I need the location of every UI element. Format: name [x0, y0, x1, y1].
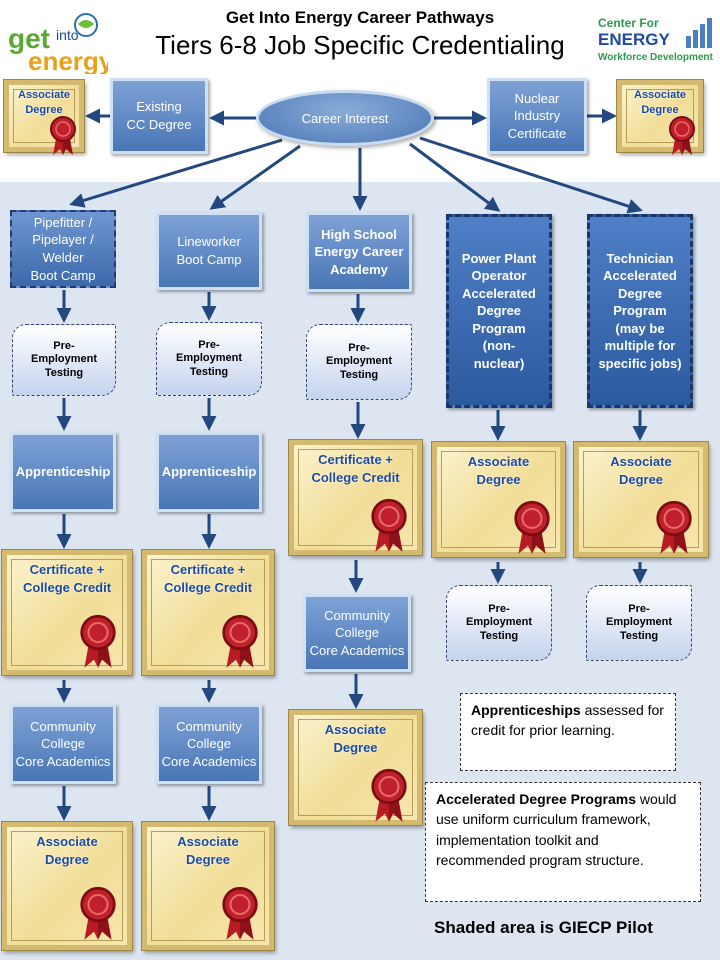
- get-into-energy-logo: get into energy: [8, 13, 108, 74]
- ribbon-seal-icon: [222, 886, 258, 940]
- arrow-interest-to-pipefitter: [69, 138, 283, 208]
- logo-text-energy-word: ENERGY: [598, 30, 670, 49]
- pilot-area-label: Shaded area is GIECP Pilot: [434, 918, 653, 937]
- ribbon-seal-icon: [371, 768, 407, 822]
- career-interest-node: Career Interest: [256, 90, 434, 146]
- certificate-college-credit-col2: Certificate +College Credit: [141, 549, 275, 676]
- arrow-interest-to-technician: [419, 136, 643, 214]
- page-subtitle: Tiers 6-8 Job Specific Credentialing: [155, 30, 565, 60]
- ribbon-seal-icon: [656, 500, 692, 554]
- note-apprenticeships: Apprenticeships assessed for credit for …: [460, 693, 676, 771]
- ribbon-seal-icon: [80, 886, 116, 940]
- certificate-college-credit-col1: Certificate +College Credit: [1, 549, 133, 676]
- logo-text-into: into: [56, 27, 79, 43]
- ribbon-seal-icon: [80, 614, 116, 668]
- building-bars-icon: [686, 18, 712, 48]
- logo-text-center-for: Center For: [598, 16, 659, 30]
- page-title: Get Into Energy Career Pathways: [225, 8, 495, 27]
- certificate-college-credit-col3: Certificate +College Credit: [288, 439, 423, 556]
- ribbon-seal-icon: [669, 116, 695, 155]
- apprenticeship-col1: Apprenticeship: [10, 432, 116, 512]
- ribbon-seal-icon: [222, 614, 258, 668]
- logo-text-workforce: Workforce Development: [598, 52, 714, 63]
- logo-text-energy: energy: [28, 46, 108, 74]
- ribbon-seal-icon: [50, 116, 76, 155]
- arrow-interest-to-lineworker: [209, 144, 301, 210]
- arrow-interest-to-powerplant: [409, 142, 501, 212]
- note-accelerated-degree-programs: Accelerated Degree Programs would use un…: [425, 782, 701, 902]
- ribbon-seal-icon: [371, 498, 407, 552]
- ribbon-seal-icon: [514, 500, 550, 554]
- cewd-logo: Center For ENERGY Workforce Development: [598, 16, 714, 63]
- apprenticeship-col2: Apprenticeship: [156, 432, 262, 512]
- logo-text-get: get: [8, 23, 50, 54]
- leaf-icon: [78, 20, 94, 28]
